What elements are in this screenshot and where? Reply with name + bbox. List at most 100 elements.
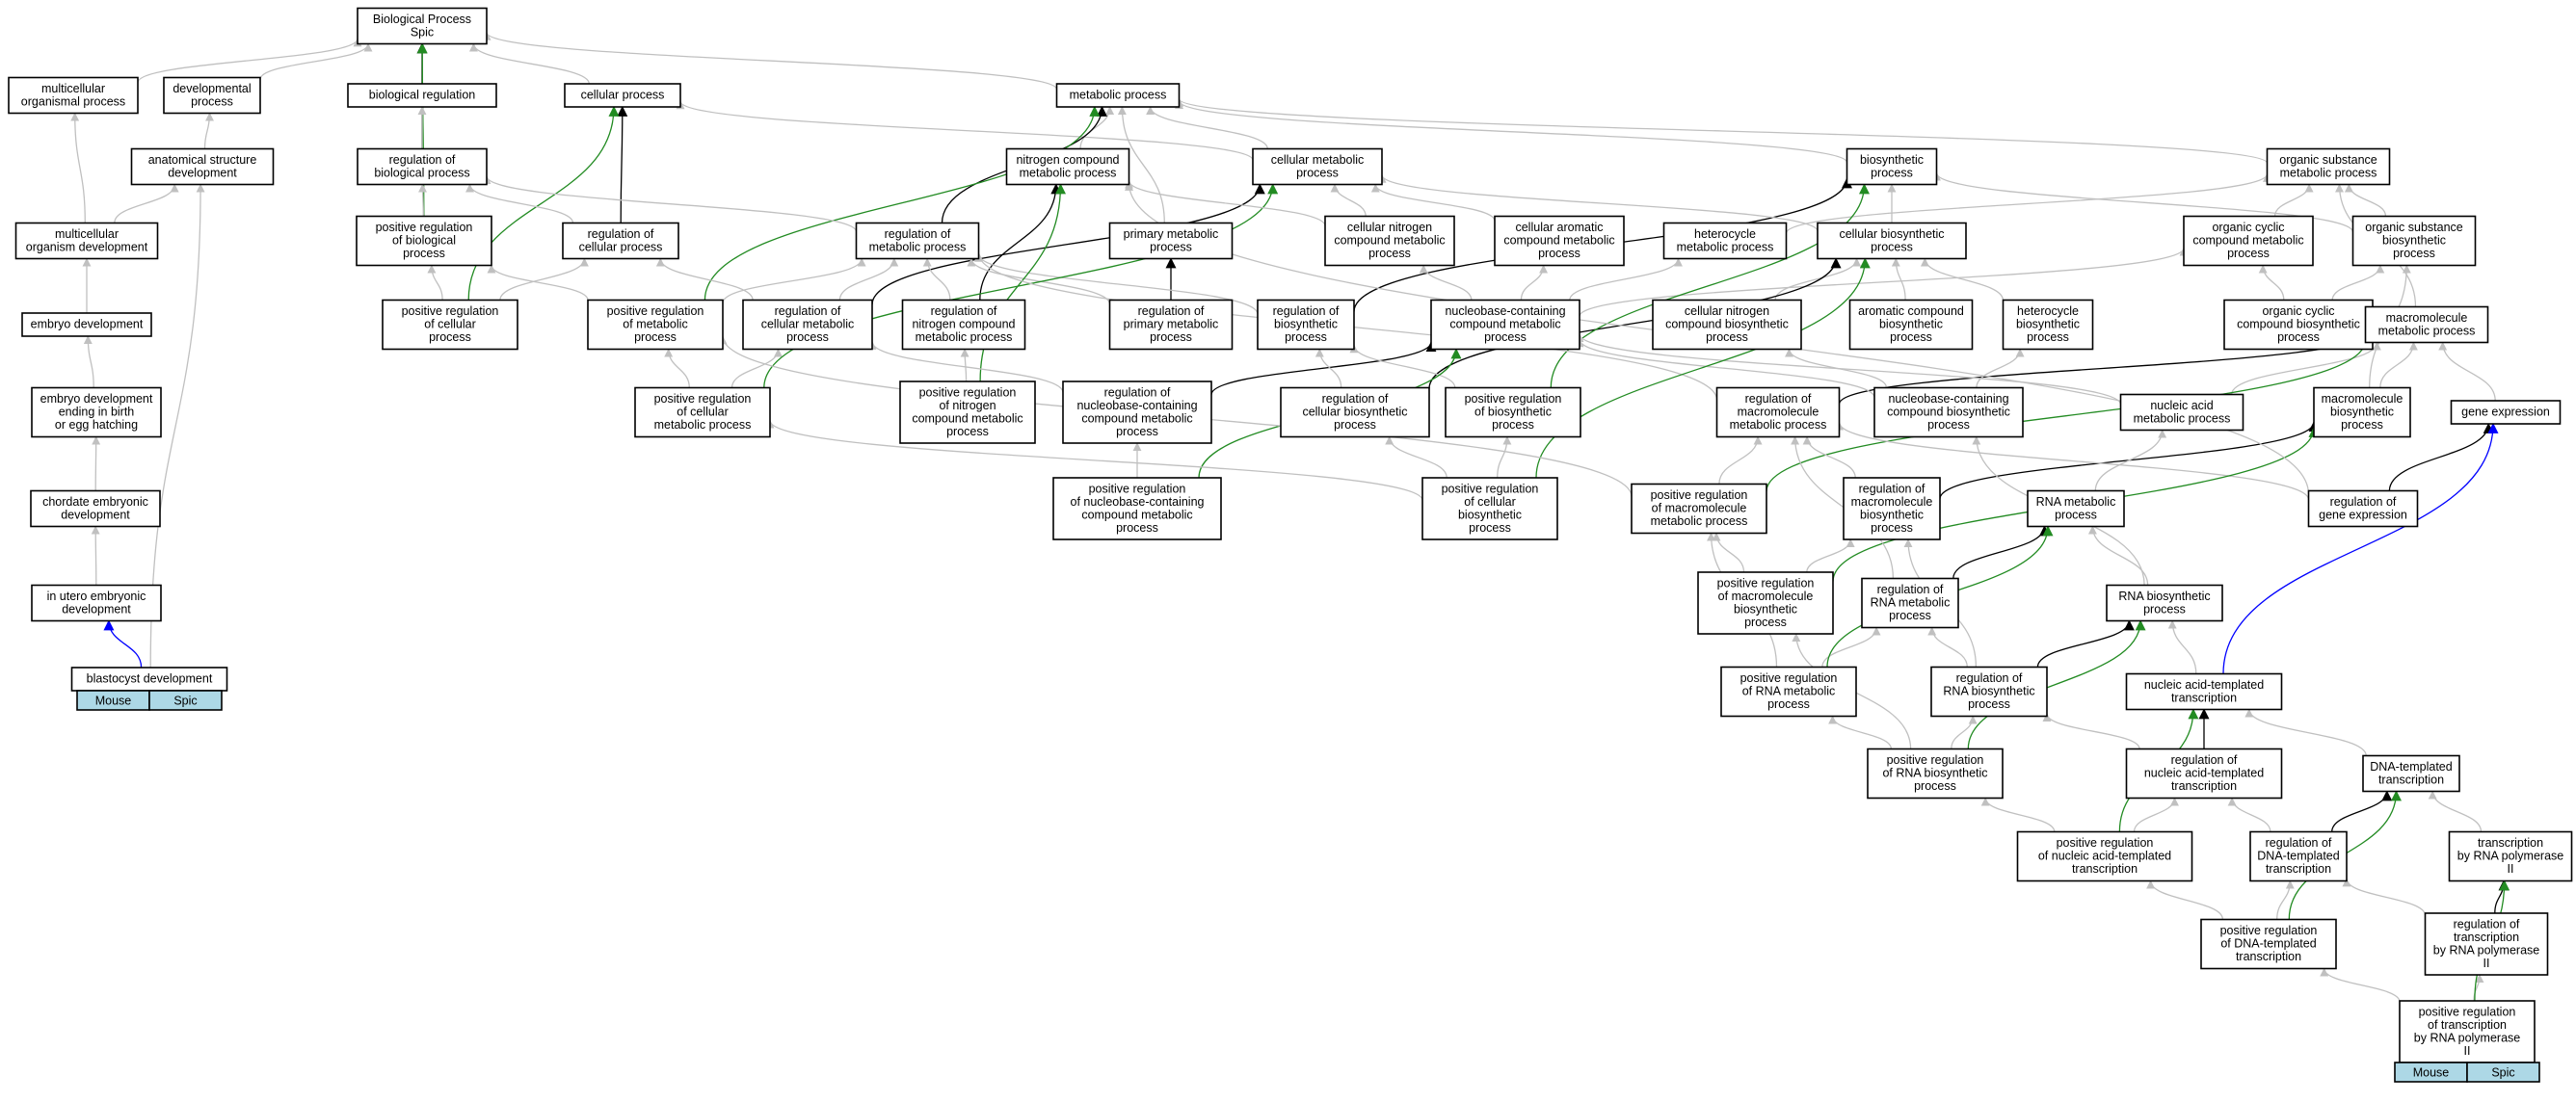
go-term-box[interactable] xyxy=(855,222,980,260)
go-term-box[interactable] xyxy=(1715,386,1841,438)
go-term-box[interactable] xyxy=(21,312,152,337)
go-term-box[interactable] xyxy=(2002,299,2094,351)
go-term-box[interactable] xyxy=(130,147,275,186)
go-term-node-cellp[interactable]: cellular process xyxy=(564,83,681,108)
go-term-box[interactable] xyxy=(1720,666,1857,718)
go-term-box[interactable] xyxy=(2125,672,2283,711)
go-term-box[interactable] xyxy=(1848,299,1974,351)
go-term-node-blast[interactable]: blastocyst development xyxy=(70,667,228,692)
go-term-box[interactable] xyxy=(1257,299,1355,351)
go-term-box[interactable] xyxy=(1108,222,1234,260)
go-term-node-embd[interactable]: embryo development xyxy=(21,312,152,337)
go-term-box[interactable] xyxy=(1697,571,1834,635)
go-term-box[interactable] xyxy=(564,83,681,108)
go-term-box[interactable] xyxy=(2313,386,2411,438)
go-term-box[interactable] xyxy=(2362,754,2460,793)
go-term-box[interactable] xyxy=(1421,477,1558,540)
go-term-box[interactable] xyxy=(1861,577,1959,629)
go-term-box[interactable] xyxy=(2016,830,2193,882)
go-term-node-metp[interactable]: metabolic process xyxy=(1055,83,1181,108)
go-term-box[interactable] xyxy=(1652,299,1802,351)
go-term-box[interactable] xyxy=(356,215,492,267)
go-term-box[interactable] xyxy=(2399,1000,2536,1063)
go-term-box[interactable] xyxy=(2106,584,2223,622)
go-term-box[interactable] xyxy=(2249,830,2348,882)
go-term-box[interactable] xyxy=(2351,215,2477,267)
go-term-box[interactable] xyxy=(1445,386,1581,438)
go-term-box[interactable] xyxy=(357,147,488,186)
go-term-box[interactable] xyxy=(1052,477,1222,540)
go-term-node-gexp[interactable]: gene expression xyxy=(2450,400,2562,425)
go-term-box[interactable] xyxy=(2307,489,2419,528)
go-term-box[interactable] xyxy=(14,222,159,260)
go-term-box[interactable] xyxy=(2119,393,2244,432)
go-term-box[interactable] xyxy=(1055,83,1181,108)
go-term-box[interactable] xyxy=(901,299,1026,351)
go-term-box[interactable] xyxy=(2364,305,2489,344)
go-term-box[interactable] xyxy=(562,222,679,260)
go-term-box[interactable] xyxy=(1930,666,2048,718)
go-term-box[interactable] xyxy=(1005,147,1130,186)
go-term-box[interactable] xyxy=(163,76,261,115)
go-term-box[interactable] xyxy=(1252,147,1383,186)
go-term-box[interactable] xyxy=(347,83,497,108)
go-term-box[interactable] xyxy=(2027,489,2125,528)
go-term-box[interactable] xyxy=(1062,380,1212,444)
go-term-node-rmacbp[interactable]: regulation ofmacromoleculebiosyntheticpr… xyxy=(1843,477,1941,540)
go-term-box[interactable] xyxy=(1324,215,1455,267)
go-term-box[interactable] xyxy=(2183,215,2314,267)
go-term-box[interactable] xyxy=(1662,222,1788,260)
go-term-box[interactable] xyxy=(8,76,139,115)
go-term-box[interactable] xyxy=(357,7,488,45)
go-term-box[interactable] xyxy=(70,667,228,692)
go-term-box[interactable] xyxy=(31,386,162,438)
